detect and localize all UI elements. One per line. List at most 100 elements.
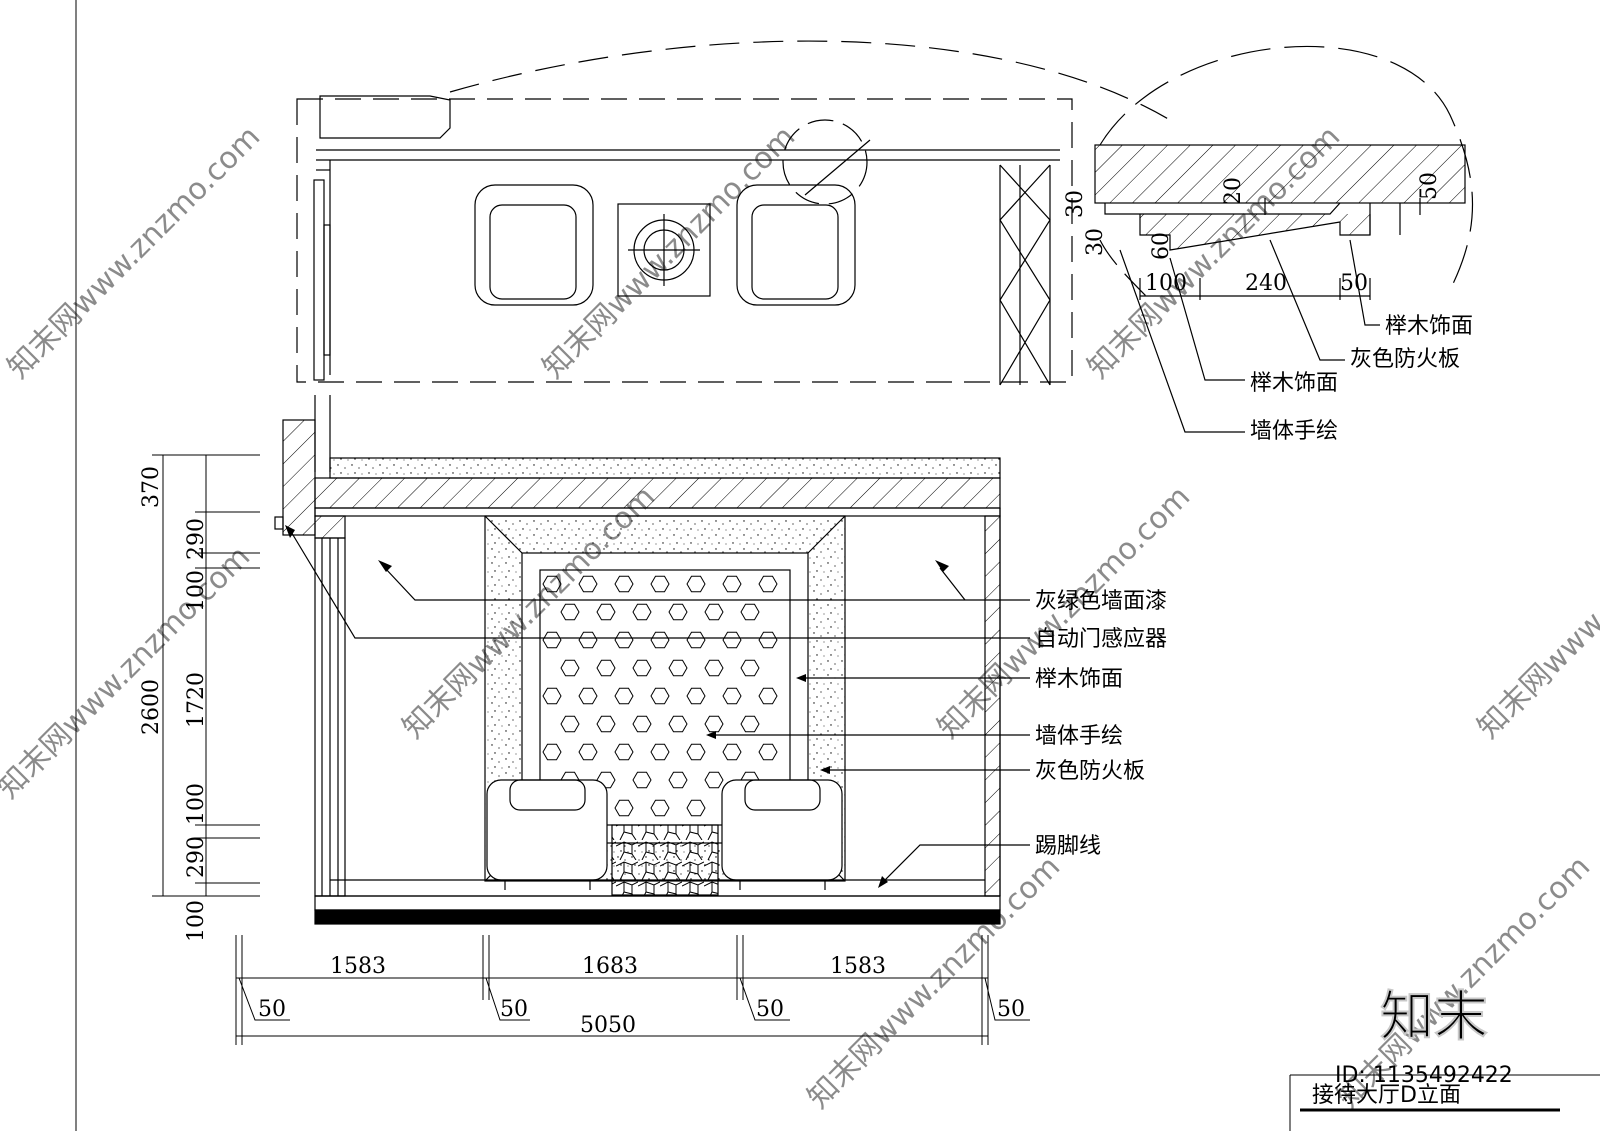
detail-dim-30-a: 30 (1063, 190, 1088, 218)
hexagon (650, 575, 670, 593)
watermark-text: 知末网www.znzmo.com (1, 119, 267, 385)
hexagon (578, 687, 598, 705)
detail-label-beech-1: 榉木饰面 (1385, 314, 1473, 339)
dim-gap-1: 50 (258, 997, 286, 1022)
hexagon (560, 715, 580, 733)
horizontal-dimension-lines (235, 935, 1030, 1045)
dim-290-bottom: 290 (184, 836, 209, 878)
hexagon (740, 603, 760, 621)
hexagon (758, 575, 778, 593)
hexagon (542, 743, 562, 761)
detail-label-beech-2: 榉木饰面 (1250, 371, 1338, 396)
watermark-text: 知末网www.znzmo.com (1471, 479, 1600, 745)
hexagon (704, 603, 724, 621)
hexagon (560, 659, 580, 677)
hexagon (740, 715, 760, 733)
hexagon (668, 771, 688, 789)
detail-dim-20: 20 (1221, 177, 1246, 205)
hexagon (578, 631, 598, 649)
hexagon (650, 799, 670, 817)
dim-370: 370 (139, 466, 164, 508)
floor-slab (314, 909, 1001, 925)
dim-width-3: 1583 (830, 954, 886, 979)
elev-coffee-table (611, 824, 719, 896)
elev-sofa-right (721, 779, 843, 890)
detail-view (1094, 45, 1474, 433)
label-wall-painting: 墙体手绘 (1035, 724, 1123, 749)
hexagon (632, 771, 652, 789)
detail-dim-texts: 20 50 30 30 60 100 240 50 榉木饰面 灰色防火板 榉木饰… (1063, 172, 1473, 444)
hexagon (668, 659, 688, 677)
hexagon (686, 687, 706, 705)
watermark-id: ID: 1135492422 (1335, 1063, 1513, 1088)
hexagon (686, 743, 706, 761)
hexagon (722, 687, 742, 705)
hexagon (758, 631, 778, 649)
hexagon (542, 575, 562, 593)
hexagon (614, 575, 634, 593)
hexagon (542, 631, 562, 649)
elevation-view (274, 395, 1030, 925)
dim-width-total: 5050 (580, 1013, 636, 1038)
hexagon (614, 631, 634, 649)
dim-gap-2: 50 (500, 997, 528, 1022)
detail-label-grey-board: 灰色防火板 (1350, 347, 1460, 372)
hexagon (632, 715, 652, 733)
hex-pattern (542, 575, 778, 817)
hexagon (632, 603, 652, 621)
drawing-title: 接待大厅D立面 (1312, 1083, 1461, 1108)
horizontal-dimension-texts: 1583 1683 1583 50 50 50 50 5050 (258, 954, 1025, 1038)
hexagon (596, 603, 616, 621)
plan-armchair-left (474, 184, 594, 306)
elev-sofa-left (486, 779, 608, 890)
hexagon (668, 603, 688, 621)
skirting-line (314, 895, 1001, 911)
hexagon (614, 743, 634, 761)
dim-gap-4: 50 (997, 997, 1025, 1022)
hexagon (686, 575, 706, 593)
dim-290-top: 290 (184, 518, 209, 560)
hexagon (758, 687, 778, 705)
vertical-dimension-texts: 2600 370 290 100 1720 100 290 100 (139, 466, 209, 942)
hexagon (578, 743, 598, 761)
label-door-sensor: 自动门感应器 (1035, 627, 1167, 652)
plan-armchair-right (736, 184, 856, 306)
detail-slab (1094, 144, 1466, 204)
frame (75, 0, 1600, 1131)
dim-100-bottom: 100 (184, 900, 209, 942)
hexagon (596, 659, 616, 677)
elevation-labels: 灰绿色墙面漆 自动门感应器 榉木饰面 墙体手绘 灰色防火板 踢脚线 (1035, 589, 1167, 859)
hexagon (650, 687, 670, 705)
dim-height-total: 2600 (139, 679, 164, 735)
hexagon (704, 771, 724, 789)
hexagon (668, 715, 688, 733)
hexagon (560, 603, 580, 621)
watermark-brand: 知末 (1380, 985, 1488, 1048)
dim-1720: 1720 (184, 672, 209, 728)
plan-view (296, 40, 1171, 386)
vertical-dimension-lines (152, 454, 260, 897)
label-beech-veneer: 榉木饰面 (1035, 667, 1123, 692)
hexagon (740, 659, 760, 677)
hexagon (632, 659, 652, 677)
hexagon (722, 575, 742, 593)
detail-dim-240: 240 (1245, 271, 1287, 296)
elevation-label-arrows (285, 525, 949, 888)
watermark-text: 知末网www.znzmo.com (801, 849, 1067, 1115)
hexagon (596, 715, 616, 733)
dim-width-1: 1583 (330, 954, 386, 979)
label-skirting: 踢脚线 (1035, 834, 1101, 859)
plan-counter (319, 95, 451, 139)
hexagon (578, 575, 598, 593)
hexagon (722, 631, 742, 649)
detail-dim-50-top: 50 (1417, 172, 1442, 200)
label-grey-fireboard: 灰色防火板 (1035, 759, 1145, 784)
detail-dim-60: 60 (1149, 232, 1174, 260)
hexagon (686, 799, 706, 817)
hexagon (614, 687, 634, 705)
detail-dim-100: 100 (1145, 271, 1187, 296)
hexagon (650, 631, 670, 649)
label-grey-green-paint: 灰绿色墙面漆 (1035, 589, 1167, 614)
detail-dim-30-b: 30 (1083, 228, 1108, 256)
